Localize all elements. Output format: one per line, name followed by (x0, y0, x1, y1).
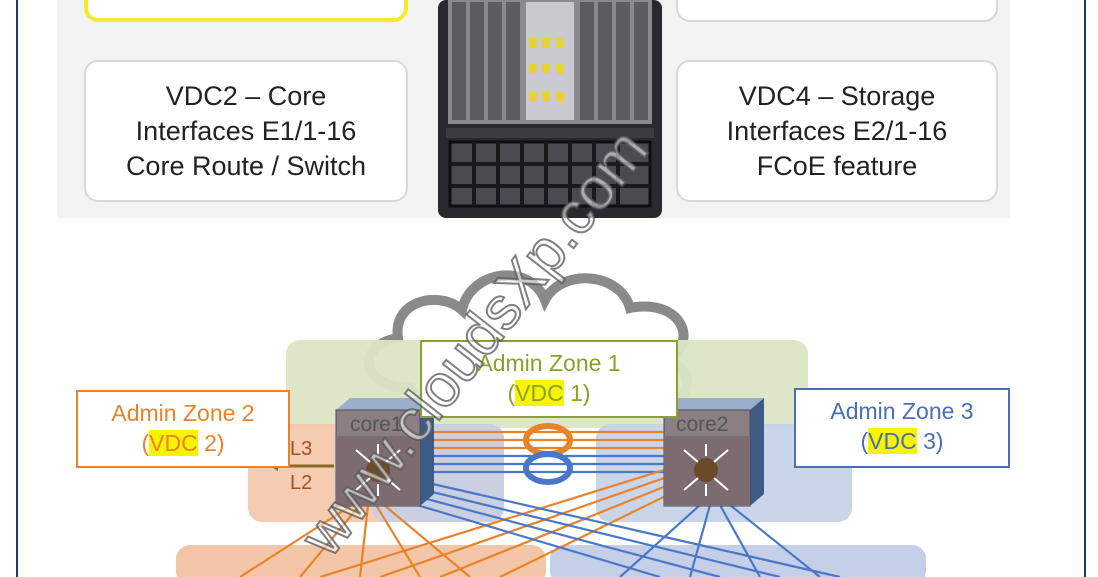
zone2-open: ( (141, 430, 150, 456)
zone3-vdc-highlight: VDC (868, 428, 917, 454)
zone2-num: 2) (197, 430, 225, 456)
admin-zone-3-label: Admin Zone 3 (VDC 3) (794, 388, 1010, 468)
admin-zone-1-label: Admin Zone 1 (VDC 1) (420, 340, 678, 418)
zone2-title: Admin Zone 2 (111, 400, 255, 426)
zone1-vdc-highlight: VDC (515, 380, 564, 406)
zone3-vdc-line: (VDC 3) (796, 426, 1008, 456)
zone3-area-access (550, 545, 926, 577)
zone3-num: 3) (916, 428, 944, 454)
vdc2-line-2: Interfaces E1/1-16 (135, 115, 357, 146)
core2-switch (663, 398, 764, 507)
vdc2-core-box: VDC2 – Core Interfaces E1/1-16 Core Rout… (84, 60, 408, 202)
vdc4-line-1: VDC4 – Storage (738, 80, 936, 111)
zone1-open: ( (507, 380, 516, 406)
l2-label: L2 (290, 472, 313, 494)
nexus-chassis-image (438, 0, 662, 218)
vdc2-line-3: Core Route / Switch (125, 150, 367, 181)
core1-switch (335, 398, 434, 507)
blue-downlinks (399, 480, 841, 577)
core1-label: core1 (350, 413, 403, 436)
orange-downlinks (239, 468, 683, 577)
vdc4-line-3: FCoE feature (756, 150, 918, 181)
l3-label: L3 (290, 438, 313, 460)
vdc1-box-partial (84, 0, 408, 22)
zone1-num: 1) (563, 380, 591, 406)
zone2-vdc-highlight: VDC (149, 430, 198, 456)
right-frame-border (1084, 0, 1086, 577)
blue-portchannel-ring (523, 451, 573, 485)
vdc4-storage-box: VDC4 – Storage Interfaces E2/1-16 FCoE f… (676, 60, 998, 202)
vdc4-line-2: Interfaces E2/1-16 (726, 115, 948, 146)
vdc3-box-partial (676, 0, 998, 22)
left-frame-border (16, 0, 18, 577)
zone2-vdc-line: (VDC 2) (78, 428, 288, 458)
zone3-open: ( (860, 428, 869, 454)
admin-zone-2-label: Admin Zone 2 (VDC 2) (76, 390, 290, 468)
zone1-vdc-line: (VDC 1) (422, 378, 676, 408)
core2-label: core2 (676, 413, 729, 436)
vdc2-line-1: VDC2 – Core (165, 80, 327, 111)
zone3-title: Admin Zone 3 (830, 398, 974, 424)
zone1-title: Admin Zone 1 (477, 350, 621, 376)
